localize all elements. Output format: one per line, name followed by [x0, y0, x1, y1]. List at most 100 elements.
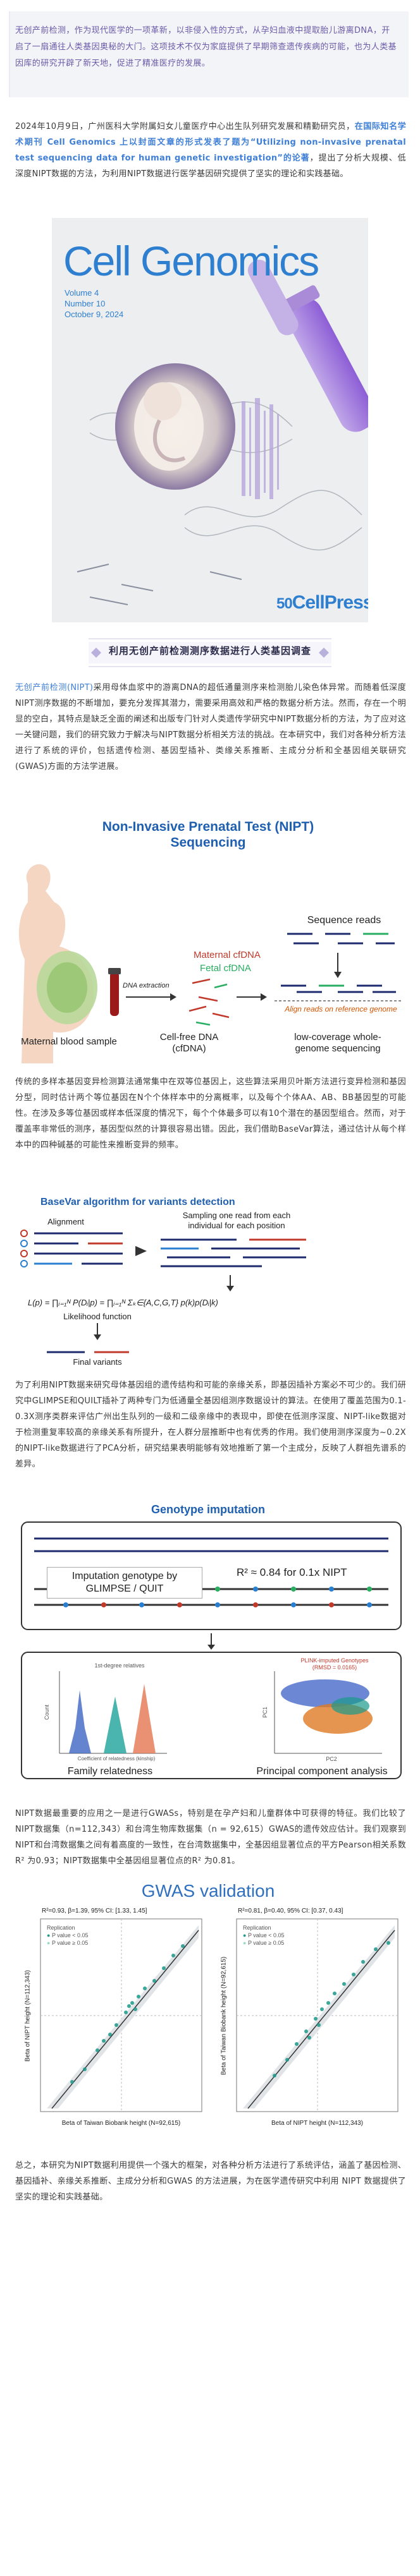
figure-title-line1: Non-Invasive Prenatal Test (NIPT) [102, 819, 314, 834]
right-plot-stats: R²=0.81, β=0.40, 95% CI: [0.37, 0.43] [238, 1908, 343, 1914]
left-plot-stats: R²=0.93, β=1.39, 95% CI: [1.33, 1.45] [42, 1908, 147, 1914]
likelihood-formula: L(p) = ∏ᵢ₌₁ᴺ P(Dᵢ|p) = ∏ᵢ₌₁ᴺ Σₖ∈{A,C,G,T… [28, 1298, 218, 1307]
lcwgs-caption: low-coverage whole- genome sequencing [268, 1032, 407, 1055]
alignment-reads [34, 1232, 123, 1265]
figure-title-line2: Sequencing [170, 835, 246, 850]
individual-icons [20, 1230, 28, 1267]
left-legend: Replication ● P value < 0.05 ● P value ≥… [47, 1924, 116, 1947]
left-legend-item-significant: ● P value < 0.05 [47, 1932, 116, 1939]
right-legend-title: Replication [243, 1925, 271, 1931]
lcwgs-caption-line1: low-coverage whole- [294, 1032, 381, 1043]
right-x-axis-label: Beta of NIPT height (N=112,343) [271, 2120, 363, 2127]
figure-title: Non-Invasive Prenatal Test (NIPT) Sequen… [9, 819, 407, 850]
pca-y-label: PC1 [261, 1707, 268, 1718]
sampling-label: Sampling one read from each individual f… [161, 1211, 312, 1231]
lcwgs-caption-line2: genome sequencing [295, 1043, 381, 1054]
histogram-title: 1st-degree relatives [94, 1662, 145, 1669]
intro-box [9, 11, 409, 97]
news-text-c: ，提出了分析大规模、低深度NIPT数据的方法，为利用NIPT数据进行医学基因研究… [15, 154, 406, 179]
pca-scatter [274, 1671, 382, 1754]
imputation-method-box: Imputation genotype by GLIMPSE / QUIT [47, 1567, 202, 1599]
cfdna-caption-line1: Cell-free DNA [159, 1032, 219, 1043]
kinship-histogram [59, 1671, 167, 1754]
alignment-label: Alignment [47, 1217, 84, 1226]
legend-dot-icon: ● [243, 1932, 248, 1938]
imputation-method-line1: Imputation genotype by [71, 1571, 178, 1581]
nipt-term: 无创产前检测(NIPT) [15, 683, 94, 692]
left-regression-line [51, 1930, 199, 2109]
fetus [47, 962, 87, 1013]
align-reads-label: Align reads on reference genome [285, 1005, 397, 1013]
cellpress-name: CellPress [292, 592, 368, 613]
right-regression-line [247, 1930, 395, 2109]
gwas-paragraph: NIPT数据最重要的应用之一是进行GWASs，特别是在孕产妇和儿童群体中可获得的… [15, 1809, 406, 1866]
genotype-dots-red [101, 1602, 334, 1607]
right-ci-band [243, 1925, 395, 2108]
left-ci-band [47, 1925, 199, 2108]
figure-nipt-sequencing: Non-Invasive Prenatal Test (NIPT) Sequen… [9, 814, 407, 1067]
left-y-axis-label: Beta of NIPT height (N=112,343) [24, 1970, 32, 2062]
figure-title: GWAS validation [141, 1881, 275, 1901]
section-heading: 利用无创产前检测测序数据进行人类基因调查 [108, 645, 311, 656]
figure-basevar: BaseVar algorithm for variants detection [9, 1194, 407, 1368]
left-x-axis-label: Beta of Taiwan Biobank height (N=92,615) [61, 2120, 181, 2127]
pca-caption: Principal component analysis [256, 1766, 388, 1777]
figure-gwas-validation: GWAS validation R²=0.93, β=1.39, 95% CI:… [9, 1880, 407, 2151]
sampling-label-line2: individual for each position [188, 1221, 285, 1230]
pca-title-line2: (RMSD = 0.0165) [312, 1664, 357, 1671]
left-legend-b-label: P value ≥ 0.05 [51, 1940, 89, 1946]
right-y-axis-label: Beta of Taiwan Biobank height (N=92,615) [220, 1956, 228, 2076]
nipt-diagram [18, 864, 401, 1063]
left-legend-a-label: P value < 0.05 [51, 1932, 89, 1938]
maternal-cfdna-fragments [188, 978, 230, 1019]
fetal-cfdna-fragments [195, 983, 228, 1026]
likelihood-label: Likelihood function [63, 1312, 132, 1321]
figure-title: BaseVar algorithm for variants detection [40, 1197, 235, 1207]
figure-title: Genotype imputation [151, 1503, 265, 1516]
nipt-intro-text: 采用母体血浆中的游离DNA的超低通量测序来检测胎儿染色体异常。而随着低深度NIP… [15, 683, 406, 771]
cellpress-logo: 50CellPress [276, 592, 368, 614]
imputation-method-line2: GLIMPSE / QUIT [85, 1583, 164, 1594]
section-heading-frame [89, 638, 331, 667]
cover-date: October 9, 2024 [65, 310, 124, 319]
cover-number: Number 10 [65, 299, 106, 308]
journal-cover-image: Cell Genomics Volume 4 Number 10 October… [52, 218, 368, 622]
cfdna-caption: Cell-free DNA (cfDNA) [135, 1032, 243, 1055]
right-legend-item-significant: ● P value < 0.05 [243, 1932, 312, 1939]
right-points [273, 1941, 390, 2077]
pca-title-line1: PLINK-imputed Genotypes [300, 1657, 369, 1664]
intro-text: 无创产前检测，作为现代医学的一项革新，以非侵入性的方式，从孕妇血液中提取胎儿游离… [15, 26, 397, 68]
left-legend-title: Replication [47, 1925, 75, 1931]
cover-volume: Volume 4 [65, 288, 99, 298]
imputation-paragraph: 为了利用NIPT数据来研究母体基因组的遗传结构和可能的亲缘关系，即基因插补方案必… [15, 1381, 406, 1469]
sequence-reads-label: Sequence reads [307, 915, 381, 926]
news-paper-title: 在国际知名学术期刊 Cell Genomics 上以封面文章的形式发表了题为“U… [15, 122, 406, 163]
figure-genotype-imputation: Genotype imputation [9, 1501, 407, 1798]
right-legend-a-label: P value < 0.05 [247, 1932, 285, 1938]
legend-dot-icon: ● [243, 1940, 248, 1946]
news-text-a: 2024年10月9日，广州医科大学附属妇女儿童医疗中心出生队列研究发展和精勤研究… [15, 122, 355, 131]
basevar-paragraph: 传统的多样本基因变异检测算法通常集中在双等位基因上，这些算法采用贝叶斯方法进行变… [15, 1077, 406, 1150]
maternal-cfdna-label: Maternal cfDNA [194, 950, 261, 960]
imputation-diagram [21, 1521, 402, 1779]
imputation-accuracy: R² ≈ 0.84 for 0.1x NIPT [237, 1566, 376, 1579]
blood-tube [110, 972, 119, 1016]
right-legend-item-nonsignificant: ● P value ≥ 0.05 [243, 1939, 312, 1947]
dna-extraction-label: DNA extraction [123, 982, 170, 989]
histogram-x-label: Coefficient of relatedness (kinship) [77, 1756, 156, 1762]
sampling-label-line1: Sampling one read from each [182, 1211, 291, 1220]
pca-title: PLINK-imputed Genotypes (RMSD = 0.0165) [275, 1657, 395, 1671]
pca-x-label: PC2 [326, 1756, 337, 1762]
cfdna-caption-line2: (cfDNA) [172, 1043, 206, 1054]
fetal-cfdna-label: Fetal cfDNA [200, 963, 251, 974]
gwas-scatter-plots [40, 1918, 398, 2112]
cover-title: Cell Genomics [63, 238, 319, 284]
news-paragraph: 2024年10月9日，广州医科大学附属妇女儿童医疗中心出生队列研究发展和精勤研究… [15, 119, 406, 182]
conclusion-paragraph: 总之，本研究为NIPT数据利用提供一个强大的框架，对各种分析方法进行了系统评估，… [15, 2161, 406, 2202]
left-legend-item-nonsignificant: ● P value ≥ 0.05 [47, 1939, 116, 1947]
right-legend-b-label: P value ≥ 0.05 [247, 1940, 285, 1946]
legend-dot-icon: ● [47, 1932, 52, 1938]
legend-dot-icon: ● [47, 1940, 52, 1946]
cellpress-anniversary-badge: 50 [276, 595, 293, 612]
basevar-diagram [20, 1230, 306, 1353]
